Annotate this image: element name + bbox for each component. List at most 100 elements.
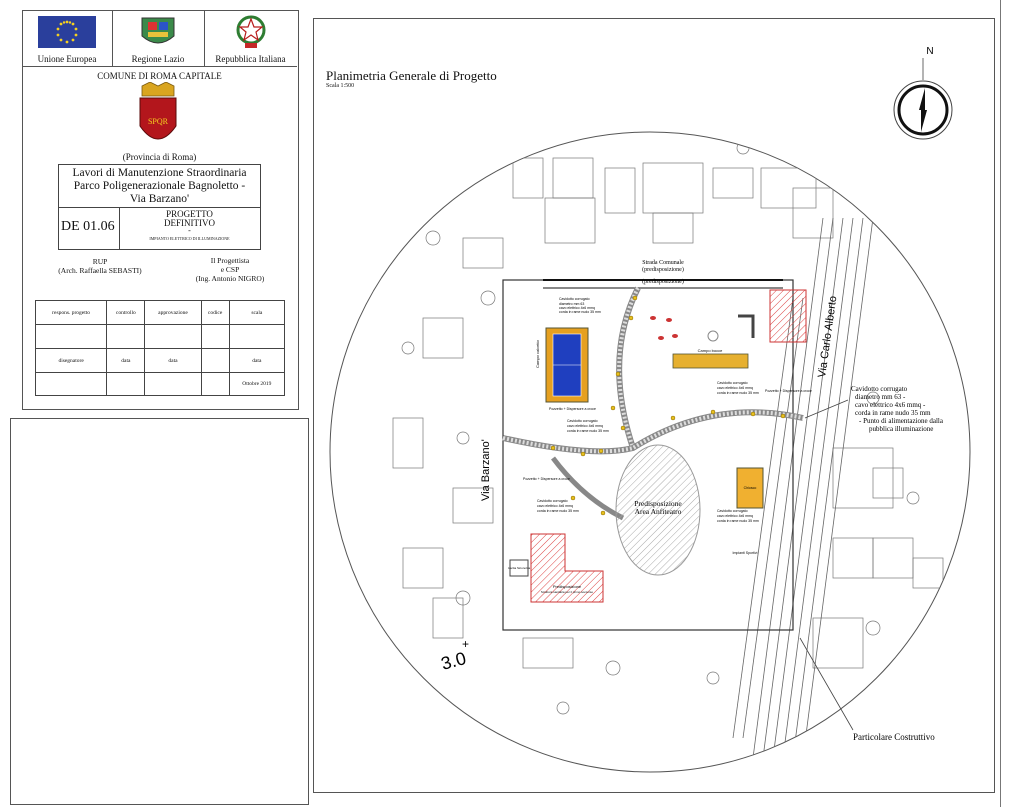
table-cell: controllo (106, 300, 146, 325)
progetto-label: PROGETTO (166, 209, 213, 219)
cavidotto-line4: - Punto di alimentazione dalla (859, 417, 944, 425)
plan-circle (329, 131, 971, 773)
table-cell (200, 348, 230, 373)
cavidotto-title: Cavidotto corrugato (851, 385, 908, 393)
table-cell: respons. progetto (34, 300, 108, 325)
spqr-text: SPQR (148, 117, 169, 126)
level-mark: 3.0 (439, 648, 468, 674)
rup-title: RUP (92, 257, 108, 266)
project-title-line1: Lavori di Manutenzione Straordinaria (72, 167, 247, 179)
cavidotto-line2: cavo elettrico 4x6 mmq - (855, 401, 926, 409)
drawing-title: Planimetria Generale di Progetto (326, 68, 497, 83)
cavidotto-small-2a: cavo elettrico 4x6 mmq (567, 424, 603, 428)
via-carlo-label: Via Carlo Alberto (816, 295, 839, 378)
predispos-small-label: Predisposizione (553, 584, 582, 589)
pozzetto-2: Pozzetto + Dispersore a croce (523, 477, 570, 481)
cavidotto-small-2: Cavidotto corrugato (567, 419, 598, 423)
table-cell (200, 372, 230, 396)
doc-code-divider (119, 207, 120, 249)
cavidotto-small-3: Cavidotto corrugato (717, 381, 748, 385)
project-title-line3: Via Barzano' (129, 193, 190, 205)
table-cell (34, 372, 108, 396)
table-cell (106, 324, 146, 349)
predisposizione-area-label: Predisposizione (634, 499, 682, 508)
level-plus: + (462, 637, 469, 651)
impianto-label: IMPIANTO ELETTRICO DI ILLUMINAZIONE (149, 236, 230, 241)
predisposizione-a-label: (predisposizione) (642, 266, 684, 273)
cavidotto-small-4b: corda in rame nudo 35 mm (537, 509, 579, 513)
cavidotto-small-3a: cavo elettrico 4x6 mmq (717, 386, 753, 390)
table-cell: scala (228, 300, 286, 325)
italian-republic-emblem-icon (236, 15, 266, 48)
table-cell (34, 324, 108, 349)
regione-lazio-emblem-icon (141, 17, 175, 44)
comune-label: COMUNE DI ROMA CAPITALE (97, 71, 222, 81)
table-cell: disegnatore (34, 348, 108, 373)
table-cell (144, 372, 202, 396)
title-block-frame (22, 10, 299, 410)
chiosco-label: Chiosco (744, 486, 757, 490)
struttura-label: Struttura sanitaria per il primo soccors… (541, 590, 594, 594)
page-edge-line (1000, 0, 1001, 807)
campo-bocce-label: Campo bocce (698, 348, 723, 353)
predisposizione-b-label: (predisposizione) (642, 278, 684, 285)
left-lower-frame (10, 418, 309, 805)
progettista-line1: Il Progettista (210, 256, 250, 265)
table-cell (144, 324, 202, 349)
strada-comunale-label: Strada Comunale (642, 260, 684, 266)
cavidotto-small-1a: diametro mm 63 (559, 302, 584, 306)
pozzetto-1: Pozzetto + Dispersore a croce (549, 407, 596, 411)
project-box: Lavori di Manutenzione Straordinaria Par… (58, 164, 261, 250)
doc-code: DE 01.06 (61, 219, 115, 234)
impianti-label: Impianti Sportivi (733, 551, 758, 555)
table-cell: data (106, 348, 146, 373)
table-cell: approvazione (144, 300, 202, 325)
logos-row: Unione Europea Regione Lazio Repubblica … (22, 10, 297, 67)
cavidotto-small-4: Cavidotto corrugato (537, 499, 568, 503)
project-divider (59, 207, 260, 208)
drawing-frame (313, 18, 995, 793)
north-label: N (926, 46, 933, 57)
area-anfiteatro-label: Area Anfiteatro (635, 507, 682, 516)
progettista-name: (Ing. Antonio NIGRO) (195, 274, 265, 283)
area-anfiteatro (615, 444, 701, 576)
repubblica-logo-cell: Repubblica Italiana (204, 10, 297, 66)
cavidotto-small-1b: cavo elettrico 4x6 mmq (559, 306, 595, 310)
site-plan: N Strada Comunale (pre (329, 46, 971, 773)
table-cell: data (228, 348, 286, 373)
via-barzano-label: Via Barzano' (480, 439, 492, 501)
eu-flag-icon (38, 16, 96, 48)
campo-calcetto-label: Campo calcetto (535, 339, 540, 368)
cavidotto-small-1: Cavidotto corrugato (559, 297, 590, 301)
cavidotto-small-4a: cavo elettrico 4x6 mmq (537, 504, 573, 508)
lazio-label: Regione Lazio (131, 54, 185, 64)
table-cell (200, 324, 230, 349)
approval-table: respons. progetto controllo approvazione… (34, 300, 286, 396)
drawing-scale: Scala 1:500 (326, 83, 355, 89)
table-date-cell: Ottobre 2019 (228, 372, 286, 396)
rup-name: (Arch. Raffaella SEBASTI) (58, 266, 142, 275)
table-cell (106, 372, 146, 396)
compass-icon: N (893, 46, 953, 140)
cavidotto-small-2b: corda in rame nudo 35 mm (567, 429, 609, 433)
dash-label: - (188, 226, 191, 235)
campo-calcetto: Campo calcetto (535, 327, 589, 403)
cavidotto-small-5: Cavidotto corrugato (717, 509, 748, 513)
lazio-logo-cell: Regione Lazio (112, 10, 205, 66)
project-title-line2: Parco Poligenerazionale Bagnoletto - (73, 180, 246, 192)
table-cell: codice (200, 300, 230, 325)
eu-logo-cell: Unione Europea (22, 10, 113, 66)
progettista-line2: e CSP (220, 265, 240, 274)
cavidotto-small-3b: corda in rame nudo 35 mm (717, 391, 759, 395)
spqr-shield-icon: SPQR (139, 82, 177, 140)
pozzetto-3: Pozzetto + Dispersore a croce (765, 389, 812, 393)
cavidotto-small-5a: cavo elettrico 4x6 mmq (717, 514, 753, 518)
cavidotto-line1: diametro mm 63 - (855, 393, 906, 401)
eu-label: Unione Europea (37, 54, 97, 64)
cavidotto-small-5b: corda in rame nudo 35 mm (717, 519, 759, 523)
definitivo-label: DEFINITIVO (164, 218, 215, 228)
cavidotto-line5: pubblica illuminazione (869, 425, 933, 433)
particolare-label: Particolare Costruttivo (853, 732, 935, 742)
cavidotto-small-1c: corda in rame nudo 35 mm (559, 310, 601, 314)
uscita-label: Uscita Sicurezza (508, 566, 531, 570)
